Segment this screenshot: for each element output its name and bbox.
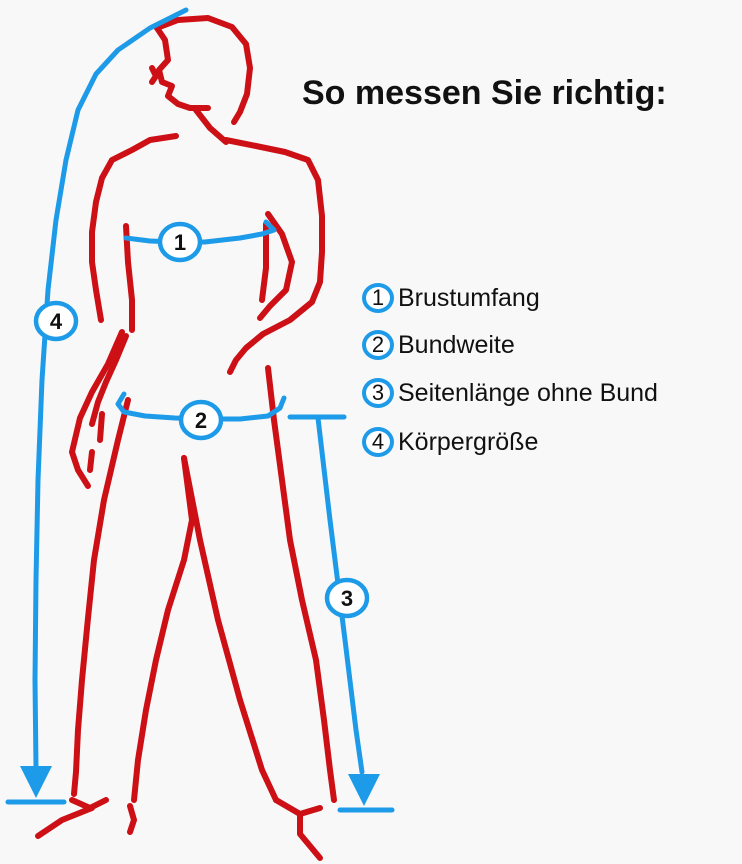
legend-badge-2: 2: [362, 330, 394, 360]
marker-2-number: 2: [195, 408, 207, 433]
marker-1: 1: [160, 224, 200, 260]
page-title: So messen Sie richtig:: [302, 74, 667, 113]
height-line: [35, 10, 186, 768]
legend-label-waist: Bundweite: [398, 331, 515, 360]
marker-1-number: 1: [174, 230, 186, 255]
legend-item-chest: 1 Brustumfang: [362, 281, 540, 315]
right-toe: [300, 816, 320, 858]
legend-label-chest: Brustumfang: [398, 284, 540, 313]
right-foot: [276, 800, 320, 814]
legend-item-height: 4 Körpergröße: [362, 425, 538, 459]
left-leg-outer: [74, 400, 128, 794]
left-heel: [130, 806, 134, 832]
marker-3: 3: [327, 580, 367, 616]
face-outline: [157, 28, 208, 108]
left-hand-stroke-2: [90, 452, 92, 470]
right-shoulder-arm: [226, 140, 322, 372]
body-outline: [38, 18, 334, 858]
right-leg-outer: [268, 368, 334, 800]
side-length-arrowhead: [348, 774, 380, 806]
left-toe: [38, 808, 92, 836]
legend-label-side-length: Seitenlänge ohne Bund: [398, 379, 658, 408]
height-arrowhead: [20, 766, 52, 798]
left-leg-inner: [134, 458, 192, 800]
legend-badge-4: 4: [362, 427, 394, 457]
legend-badge-3: 3: [362, 378, 394, 408]
right-leg-inner: [184, 458, 276, 800]
neck-outline: [196, 110, 226, 142]
marker-2: 2: [181, 402, 221, 438]
marker-3-number: 3: [341, 586, 353, 611]
marker-4-number: 4: [50, 309, 63, 334]
legend-item-waist: 2 Bundweite: [362, 328, 515, 362]
legend-label-height: Körpergröße: [398, 428, 538, 457]
marker-4: 4: [36, 303, 76, 339]
legend-badge-1: 1: [362, 283, 394, 313]
left-hand-stroke: [100, 414, 102, 440]
ear-outline: [152, 68, 156, 82]
left-torso-line: [126, 226, 132, 330]
legend-item-side-length: 3 Seitenlänge ohne Bund: [362, 376, 658, 410]
